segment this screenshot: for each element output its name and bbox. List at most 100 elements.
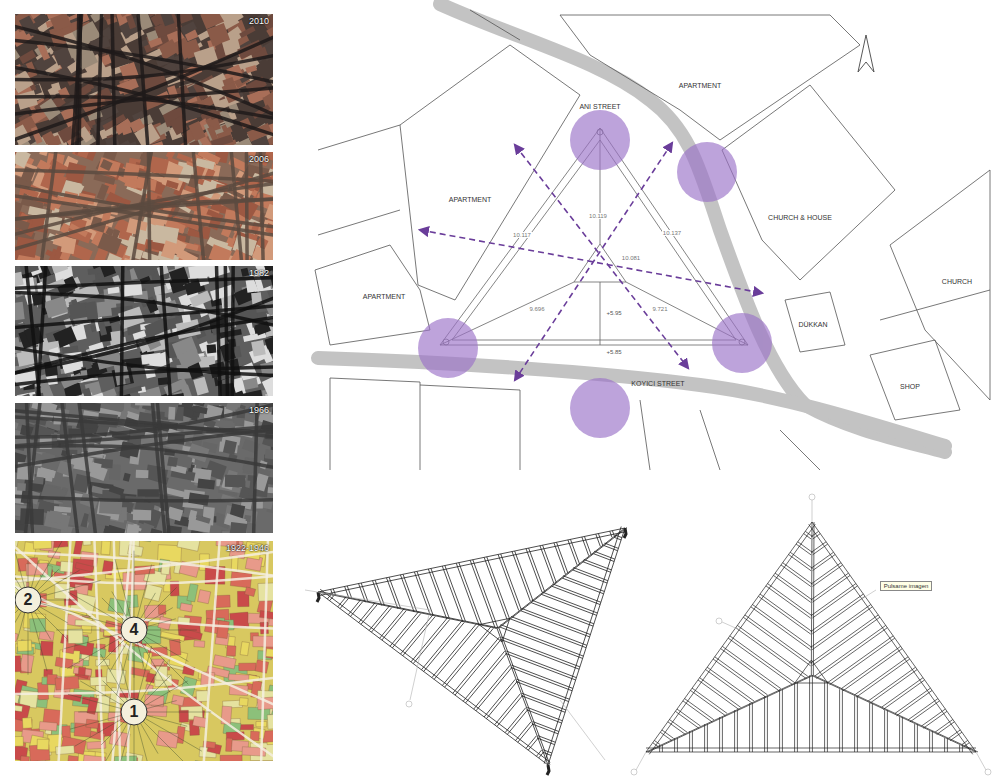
roof-beam [390, 612, 418, 646]
roof-block [267, 714, 273, 729]
roof-beam [677, 738, 678, 752]
roof-beam [573, 570, 608, 583]
map-number-disc [15, 587, 41, 613]
roof-beam [812, 522, 976, 752]
roof-block [161, 562, 170, 575]
roof-block [194, 640, 205, 647]
roof-beam [532, 600, 594, 624]
roof-beam [922, 709, 946, 726]
roof-block [48, 511, 62, 524]
roof-beam [813, 565, 843, 586]
roof-beam [713, 659, 766, 697]
building-outline [315, 245, 430, 345]
roof-block [82, 541, 91, 545]
roof-block [15, 302, 25, 321]
roof-beam [722, 646, 781, 688]
roof-beam [737, 710, 738, 752]
roof-beam [737, 625, 807, 676]
roof-plan [646, 522, 978, 754]
roof-beam [813, 675, 978, 752]
roof-block [270, 271, 273, 290]
street-line [15, 404, 273, 438]
map-number-disc [121, 617, 147, 643]
roof-beam [812, 607, 872, 650]
roof-block [180, 21, 197, 35]
roof-beam [431, 568, 449, 618]
roof-beam [548, 528, 625, 765]
roof-beam [856, 659, 909, 697]
roof-block [33, 541, 52, 549]
roof-beam [809, 675, 810, 752]
roof-beam [749, 703, 750, 752]
roof-beam [811, 675, 976, 752]
roof-block [132, 266, 155, 280]
roof-beam [883, 680, 924, 710]
roof-block [97, 232, 122, 254]
roof-block [42, 131, 56, 144]
roof-beam [662, 745, 663, 752]
roof-block [158, 377, 168, 385]
historic-map [15, 541, 273, 761]
roof-beam [487, 557, 510, 619]
roof-block [101, 541, 111, 555]
roof-beam [812, 617, 880, 665]
roof-beam [872, 703, 873, 752]
street-line [204, 541, 220, 761]
roof-beam [797, 682, 798, 752]
roof-beam [775, 573, 812, 600]
roof-block [265, 204, 273, 221]
building-outline [470, 10, 520, 40]
roof-beam [805, 531, 812, 536]
roof-beam [707, 667, 754, 701]
roof-beam [646, 748, 976, 749]
roof-block [133, 510, 151, 521]
roof-beam [392, 613, 420, 647]
roof-block [114, 756, 137, 761]
aerial-photo [15, 403, 273, 533]
roof-beam [752, 605, 812, 648]
street-line [38, 266, 46, 396]
roof-beam [526, 549, 542, 593]
street-line [254, 403, 258, 533]
roof-beam [521, 611, 590, 637]
aerial-photo [15, 152, 273, 260]
roof-beam [648, 675, 813, 752]
roof-block [79, 403, 100, 411]
roof-block [98, 320, 108, 335]
building-outline [880, 290, 990, 320]
roof-block [81, 460, 101, 474]
street-line [245, 152, 249, 260]
roof-block [61, 237, 77, 254]
roof-beam [459, 563, 482, 625]
roof-block [265, 449, 273, 460]
roof-beam [816, 628, 887, 679]
roof-block [147, 528, 162, 533]
roof-block [262, 375, 273, 396]
roof-beam [690, 690, 725, 715]
roof-block [160, 14, 174, 26]
roof-block [166, 152, 175, 159]
roof-beam [842, 689, 843, 752]
street-line [230, 266, 234, 396]
roof-block [54, 410, 62, 425]
roof-block [15, 631, 18, 641]
roof-block [196, 691, 208, 702]
roof-block [82, 388, 93, 396]
roof-beam [512, 552, 530, 602]
canopy-outline [452, 140, 736, 340]
roof-block [68, 629, 83, 643]
roof-beam [798, 542, 813, 553]
roof-block [101, 388, 117, 396]
street-line [193, 152, 204, 260]
roof-beam [811, 573, 849, 600]
roof-block [87, 513, 110, 527]
roof-block [37, 739, 49, 750]
building-outlines [315, 10, 990, 470]
aerial-photo [15, 14, 273, 145]
roof-block [239, 26, 255, 38]
roof-beam [500, 627, 583, 658]
street-line [15, 496, 273, 501]
roof-block [223, 440, 237, 455]
roof-beam [531, 603, 593, 627]
roof-beam [484, 679, 515, 717]
